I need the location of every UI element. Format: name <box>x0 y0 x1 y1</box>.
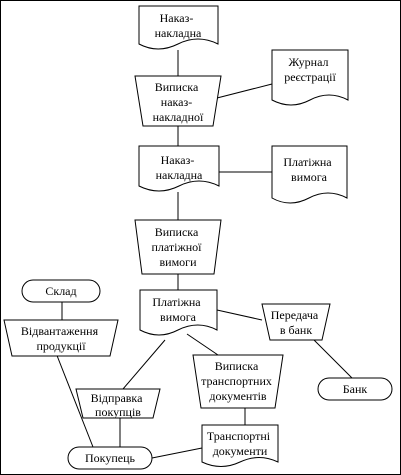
product-shipment-shape <box>3 319 119 357</box>
connectors <box>55 50 353 459</box>
transport-docs-shape <box>201 424 279 467</box>
connector-buyer-to-transport-docs <box>151 447 203 459</box>
payment-demand-right-label: Платіжна вимога <box>283 155 334 184</box>
order-invoice-top-shape <box>138 5 219 50</box>
send-to-buyers-label: Відправка покупців <box>91 391 146 419</box>
payment-demand-issue-shape <box>134 219 222 275</box>
connector-demand-to-transport-issue <box>186 333 219 356</box>
transport-docs-label: Транспортні документи <box>207 429 273 458</box>
send-to-buyers-shape <box>75 388 161 419</box>
order-invoice-mid-shape <box>138 145 220 192</box>
payment-demand-issue-label: Виписка платіжної вимоги <box>151 225 204 269</box>
connector-shipment-to-buyer <box>55 352 94 448</box>
connector-demand-to-send <box>122 339 166 390</box>
warehouse-label: Склад <box>45 284 76 298</box>
order-invoice-issue-shape <box>134 75 222 127</box>
order-invoice-top-label: Наказ- накладна <box>155 11 202 40</box>
bank-shape <box>317 377 393 401</box>
connector-bank-transfer-to-bank <box>313 339 353 379</box>
payment-demand-center-label: Платіжна вимога <box>152 295 203 324</box>
payment-demand-right-shape <box>271 145 348 204</box>
bank-transfer-label: Передача в банк <box>271 308 321 337</box>
registration-journal-label: Журнал реєстрації <box>284 55 336 84</box>
product-shipment-label: Відвантаження продукції <box>21 324 101 353</box>
transport-docs-issue-shape <box>192 354 284 409</box>
transport-docs-issue-label: Виписка транспортних документів <box>201 359 275 403</box>
buyer-label: Покупець <box>85 451 135 465</box>
payment-demand-center-shape <box>139 289 218 336</box>
bank-transfer-shape <box>261 303 331 341</box>
connector-demand-to-bank-transfer <box>216 309 263 321</box>
buyer-shape <box>67 446 153 470</box>
order-invoice-mid-label: Наказ- накладна <box>156 153 203 182</box>
registration-journal-shape <box>271 49 349 106</box>
warehouse-shape <box>21 279 101 303</box>
bank-label: Банк <box>343 382 368 396</box>
connector-issue-to-journal <box>216 83 273 99</box>
order-invoice-issue-label: Виписка наказ- накладної <box>153 80 204 124</box>
